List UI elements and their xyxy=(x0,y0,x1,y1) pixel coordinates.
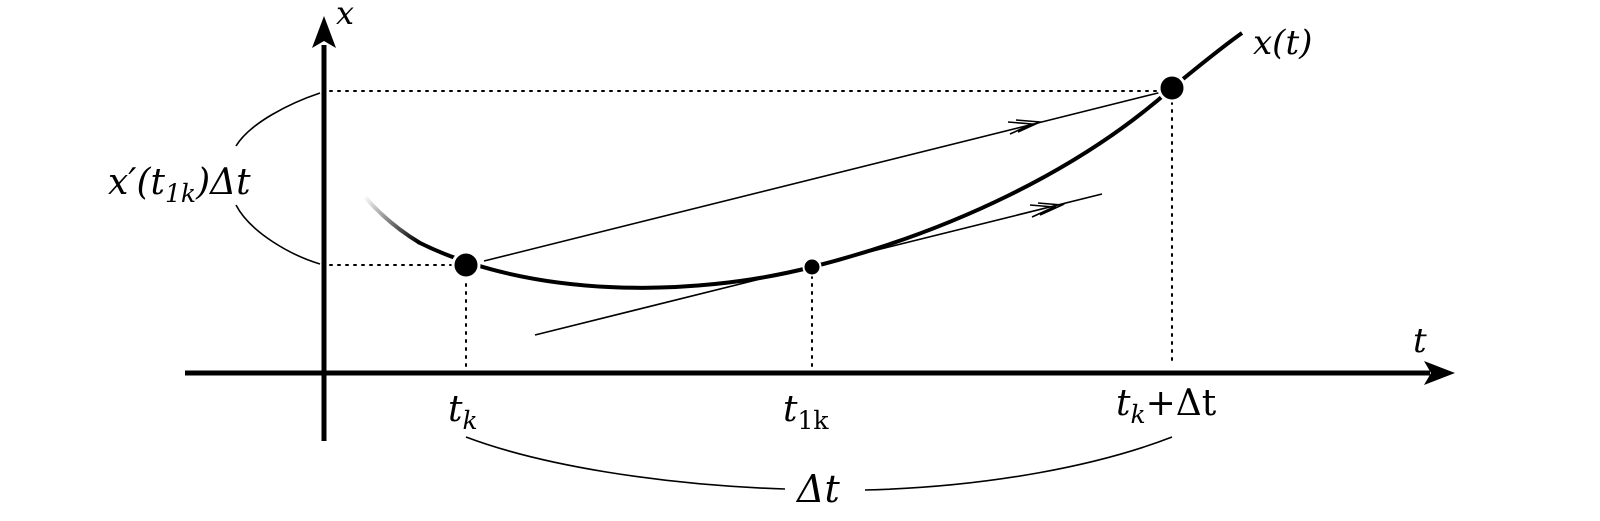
t-axis-arrowhead xyxy=(1424,361,1455,385)
chord-direction-arrow xyxy=(1007,119,1044,135)
vertical-increment-brace-lower xyxy=(235,204,321,265)
point-t1k xyxy=(802,257,822,277)
tick-label-tk-plus-dt: tk+Δt xyxy=(1116,383,1217,429)
t-axis-label: t xyxy=(1413,321,1427,361)
x-axis-label: x xyxy=(336,0,354,32)
point-tk xyxy=(451,250,481,280)
horizontal-increment-brace-left xyxy=(465,436,786,490)
x-axis-arrowhead xyxy=(312,16,336,48)
curve-fade-start xyxy=(363,195,422,245)
projection-lines xyxy=(329,90,1173,367)
horizontal-increment-label: Δt xyxy=(795,467,840,511)
vertical-increment-brace-upper xyxy=(235,92,321,147)
secant-chord xyxy=(483,91,1163,262)
curve-x-of-t xyxy=(417,31,1244,290)
tick-label-tk: tk xyxy=(448,389,478,435)
point-tk-dt xyxy=(1157,73,1187,103)
tangent-direction-arrow xyxy=(1029,202,1066,218)
horizontal-increment-brace-right xyxy=(864,436,1173,491)
tick-label-t1k: t1k xyxy=(783,389,829,435)
curve-label: x(t) xyxy=(1253,23,1312,63)
vertical-increment-label: x′(t1k)Δt xyxy=(108,162,251,208)
